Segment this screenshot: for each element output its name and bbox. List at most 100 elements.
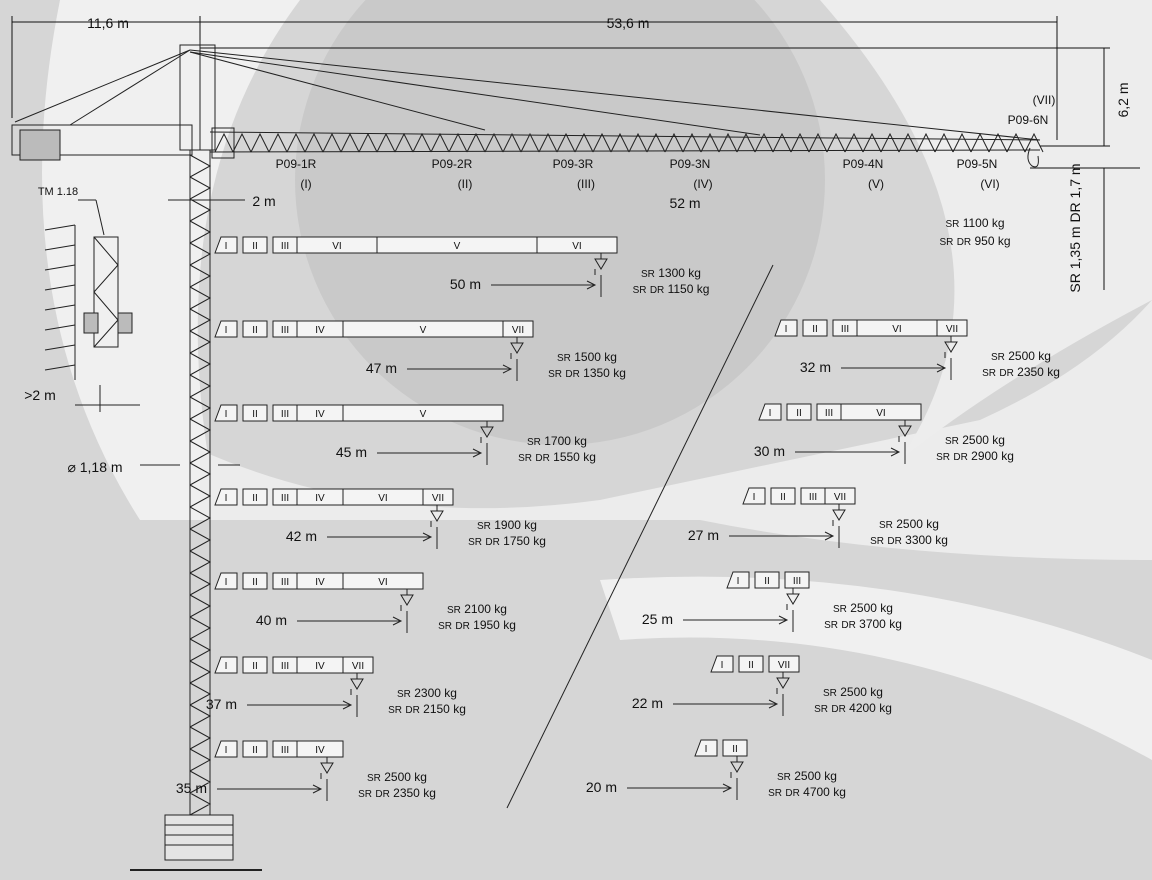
max-radius-label: 52 m — [669, 195, 700, 211]
arrowhead — [778, 615, 789, 625]
segment-label: III — [281, 577, 289, 588]
hook-icon — [832, 504, 846, 526]
load-dr: SR DR 1950 kg — [438, 618, 516, 632]
segment-label: V — [420, 409, 427, 420]
segment-label: I — [753, 492, 756, 503]
jib-segment — [214, 656, 238, 674]
jib-segment — [758, 403, 782, 421]
radius-label: 40 m — [256, 612, 287, 628]
jib-segment — [936, 319, 968, 337]
section-roman: (VI) — [980, 177, 999, 191]
segment-label: VII — [946, 324, 958, 335]
radius-label: 50 m — [450, 276, 481, 292]
segment-label: III — [281, 241, 289, 252]
section-roman: (I) — [300, 177, 311, 191]
arrowhead — [890, 447, 901, 457]
radius-label: 37 m — [206, 696, 237, 712]
segment-label: VII — [432, 493, 444, 504]
segment-label: VII — [834, 492, 846, 503]
segment-label: IV — [315, 745, 325, 756]
segment-label: II — [252, 745, 258, 756]
jib-segment — [726, 571, 750, 589]
segment-label: II — [252, 577, 258, 588]
crane-mast — [130, 40, 262, 871]
segment-label: I — [769, 408, 772, 419]
segment-label: VII — [778, 660, 790, 671]
segment-label: V — [420, 325, 427, 336]
hook-icon — [786, 588, 800, 610]
jib-segment — [536, 236, 618, 254]
jib-segment — [694, 739, 718, 757]
crane-jib — [11, 44, 1044, 168]
jib-segment — [214, 488, 238, 506]
segment-label: VI — [332, 241, 341, 252]
section-roman: (V) — [868, 177, 884, 191]
section-code: P09-2R — [432, 157, 473, 171]
radius-label: 32 m — [800, 359, 831, 375]
segment-label: VI — [572, 241, 581, 252]
jib-segment — [242, 236, 268, 254]
arrowhead — [936, 363, 947, 373]
arrowhead — [422, 532, 433, 542]
load-dr: SR DR 4700 kg — [768, 785, 846, 799]
segment-label: III — [793, 576, 801, 587]
segment-label: II — [748, 660, 754, 671]
segment-label: II — [796, 408, 802, 419]
segment-label: I — [225, 745, 228, 756]
jib-segment — [824, 487, 856, 505]
segment-label: III — [825, 408, 833, 419]
segment-label: I — [721, 660, 724, 671]
segment-label: I — [225, 493, 228, 504]
jib-segment — [214, 572, 238, 590]
jib-segment — [242, 740, 268, 758]
hook-icon — [480, 421, 494, 443]
load-dr: SR DR 2150 kg — [388, 702, 466, 716]
load-sr: SR 1500 kg — [557, 350, 617, 364]
hook-icon — [776, 672, 790, 694]
section-code: P09-4N — [843, 157, 884, 171]
jib-segment — [802, 319, 828, 337]
load-dr: SR DR 2900 kg — [936, 449, 1014, 463]
hook-icon — [730, 756, 744, 778]
segment-label: I — [785, 324, 788, 335]
max-load-sr-tag: SR — [945, 219, 959, 230]
load-sr: SR 2500 kg — [945, 433, 1005, 447]
segment-label: II — [252, 493, 258, 504]
load-sr: SR 2500 kg — [833, 601, 893, 615]
hook-icon — [350, 673, 364, 695]
load-sr: SR 2500 kg — [879, 517, 939, 531]
max-load-sr: SR 1100 kg — [945, 216, 1004, 230]
jib-segment — [214, 740, 238, 758]
segment-label: I — [225, 577, 228, 588]
section-code: P09-1R — [276, 157, 317, 171]
jib-segment — [342, 656, 374, 674]
tip-roman-label: (VII) — [1033, 93, 1056, 107]
jib-segment — [742, 487, 766, 505]
wall-gap-label: >2 m — [24, 387, 56, 403]
radius-label: 22 m — [632, 695, 663, 711]
jib-section-labels: P09-1R (I) P09-2R (II) P09-3R (III) P09-… — [276, 157, 1000, 191]
hook-icon — [510, 337, 524, 359]
load-sr: SR 1300 kg — [641, 266, 701, 280]
load-dr: SR DR 1550 kg — [518, 450, 596, 464]
load-dr: SR DR 1350 kg — [548, 366, 626, 380]
segment-label: VII — [512, 325, 524, 336]
load-dr: SR DR 1150 kg — [633, 282, 710, 296]
segment-label: III — [281, 745, 289, 756]
segment-label: VI — [876, 408, 885, 419]
segment-label: II — [732, 744, 738, 755]
hook-icon — [320, 757, 334, 779]
dim-left-label: 11,6 m — [87, 15, 129, 31]
segment-label: V — [454, 241, 461, 252]
segment-label: II — [764, 576, 770, 587]
jib-segment — [722, 739, 748, 757]
segment-label: IV — [315, 325, 325, 336]
segment-label: III — [281, 325, 289, 336]
segment-label: III — [809, 492, 817, 503]
load-sr: SR 2500 kg — [777, 769, 837, 783]
radius-label: 25 m — [642, 611, 673, 627]
arrowhead — [312, 784, 323, 794]
radius-label: 35 m — [176, 780, 207, 796]
